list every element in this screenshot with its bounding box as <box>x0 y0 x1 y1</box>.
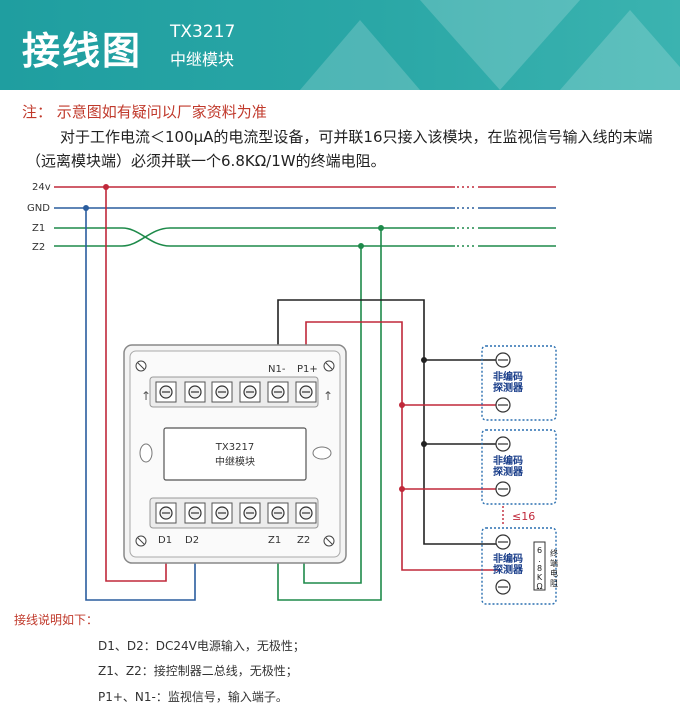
svg-text:↑: ↑ <box>141 389 151 403</box>
instructions-title: 接线说明如下： <box>14 613 99 627</box>
bus-line-z1-cross <box>54 227 455 247</box>
instruction-item-1: D1、D2：DC24V电源输入，无极性； <box>98 639 305 653</box>
terminal-label-d2: D2 <box>185 535 199 546</box>
relay-module: TX3217 中继模块 ↑ ↑ N1- P1+ D1 D2 Z1 Z2 <box>123 344 347 564</box>
detector-box-3 <box>481 527 557 605</box>
bus-label-z2: Z2 <box>32 242 45 253</box>
detector-label: 非编码 <box>493 370 523 383</box>
terminal-screw-bottom-3 <box>211 502 233 524</box>
description-paragraph: 对于工作电流＜100μA的电流型设备，可并联16只接入该模块，在监视信号输入线的… <box>26 128 653 170</box>
wiring-diagram: 24v GND Z1 Z2 <box>27 182 558 605</box>
page-title: 接线图 <box>22 29 143 73</box>
terminal-screw-top-4 <box>239 381 261 403</box>
detector-label: 非编码 <box>493 454 523 467</box>
terminal-screw-top-5 <box>267 381 289 403</box>
model-number: TX3217 <box>170 22 236 42</box>
terminal-screw-top-6 <box>295 381 317 403</box>
terminal-screw-bottom-2 <box>184 502 206 524</box>
bus-line-z2-cross <box>54 227 455 247</box>
model-name: 中继模块 <box>170 50 235 69</box>
terminal-label-z2: Z2 <box>297 535 310 546</box>
count-label: ≤16 <box>512 510 535 523</box>
module-name-line1: TX3217 <box>215 442 254 453</box>
terminal-screw-bottom-6 <box>295 502 317 524</box>
terminal-screw-bottom-4 <box>239 502 261 524</box>
detector-box-1 <box>481 345 557 421</box>
instruction-item-2: Z1、Z2：接控制器二总线，无极性； <box>98 664 298 678</box>
detector-label: 探测器 <box>493 563 524 576</box>
wire-d1 <box>105 187 167 582</box>
terminal-screw-top-3 <box>211 381 233 403</box>
terminal-label-z1: Z1 <box>268 535 281 546</box>
terminal-screw-top-1 <box>155 381 177 403</box>
bus-label-24v: 24v <box>32 182 51 193</box>
svg-text:↑: ↑ <box>323 389 333 403</box>
terminal-screw-top-2 <box>184 381 206 403</box>
detector-label: 探测器 <box>493 381 524 394</box>
detector-label: 非编码 <box>493 552 523 565</box>
header-banner: 接线图 TX3217 中继模块 <box>0 0 680 90</box>
detector-box-2 <box>481 429 557 505</box>
wire-z2 <box>303 246 362 584</box>
terminal-label-n1: N1- <box>268 364 286 375</box>
note-text: 注： 示意图如有疑问以厂家资料为准 <box>22 103 267 121</box>
terminal-label-p1: P1+ <box>297 364 318 375</box>
terminal-label-d1: D1 <box>158 535 172 546</box>
resistor-text: 终端电阻 <box>550 548 558 588</box>
wire-n1 <box>277 299 500 545</box>
wire-d2 <box>85 208 196 601</box>
terminal-screw-bottom-5 <box>267 502 289 524</box>
bus-label-gnd: GND <box>27 203 50 214</box>
detector-label: 探测器 <box>493 465 524 478</box>
module-name-line2: 中继模块 <box>215 455 255 468</box>
instruction-item-3: P1+、N1-：监视信号，输入端子。 <box>98 690 288 704</box>
terminal-screw-bottom-1 <box>155 502 177 524</box>
wire-p1 <box>305 321 500 571</box>
bus-label-z1: Z1 <box>32 223 45 234</box>
